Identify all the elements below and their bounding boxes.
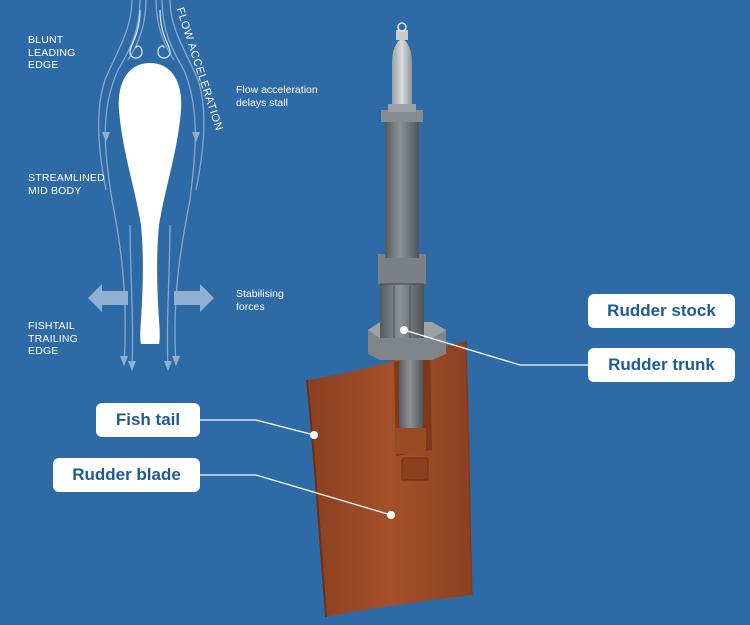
- fish-tail-callout: Fish tail: [96, 403, 200, 437]
- leader-dots: [310, 326, 408, 519]
- upper-stock: [385, 118, 419, 258]
- streamlined-mid-body-label: STREAMLINED MID BODY: [28, 172, 105, 197]
- leading-edge-vortices: [129, 9, 171, 59]
- rudder-blade-shape: [307, 341, 472, 617]
- stabilising-force-arrows: [88, 284, 214, 312]
- rudder-trunk-callout: Rudder trunk: [588, 348, 735, 382]
- flow-arrowheads: [102, 132, 200, 371]
- rudder-stock-callout: Rudder stock: [588, 294, 735, 328]
- fishtail-trailing-edge-label: FISHTAIL TRAILING EDGE: [28, 320, 79, 357]
- stabilising-forces-label: Stabilising forces: [236, 288, 284, 313]
- stock-top: [392, 38, 412, 104]
- foil-section: [118, 63, 182, 344]
- leader-lines: [200, 329, 588, 516]
- flow-lines: [98, 0, 205, 371]
- rudder-blade-callout: Rudder blade: [53, 458, 200, 492]
- blunt-leading-edge-label: BLUNT LEADING EDGE: [28, 34, 76, 71]
- flow-acceleration-note: Flow acceleration delays stall: [236, 84, 318, 109]
